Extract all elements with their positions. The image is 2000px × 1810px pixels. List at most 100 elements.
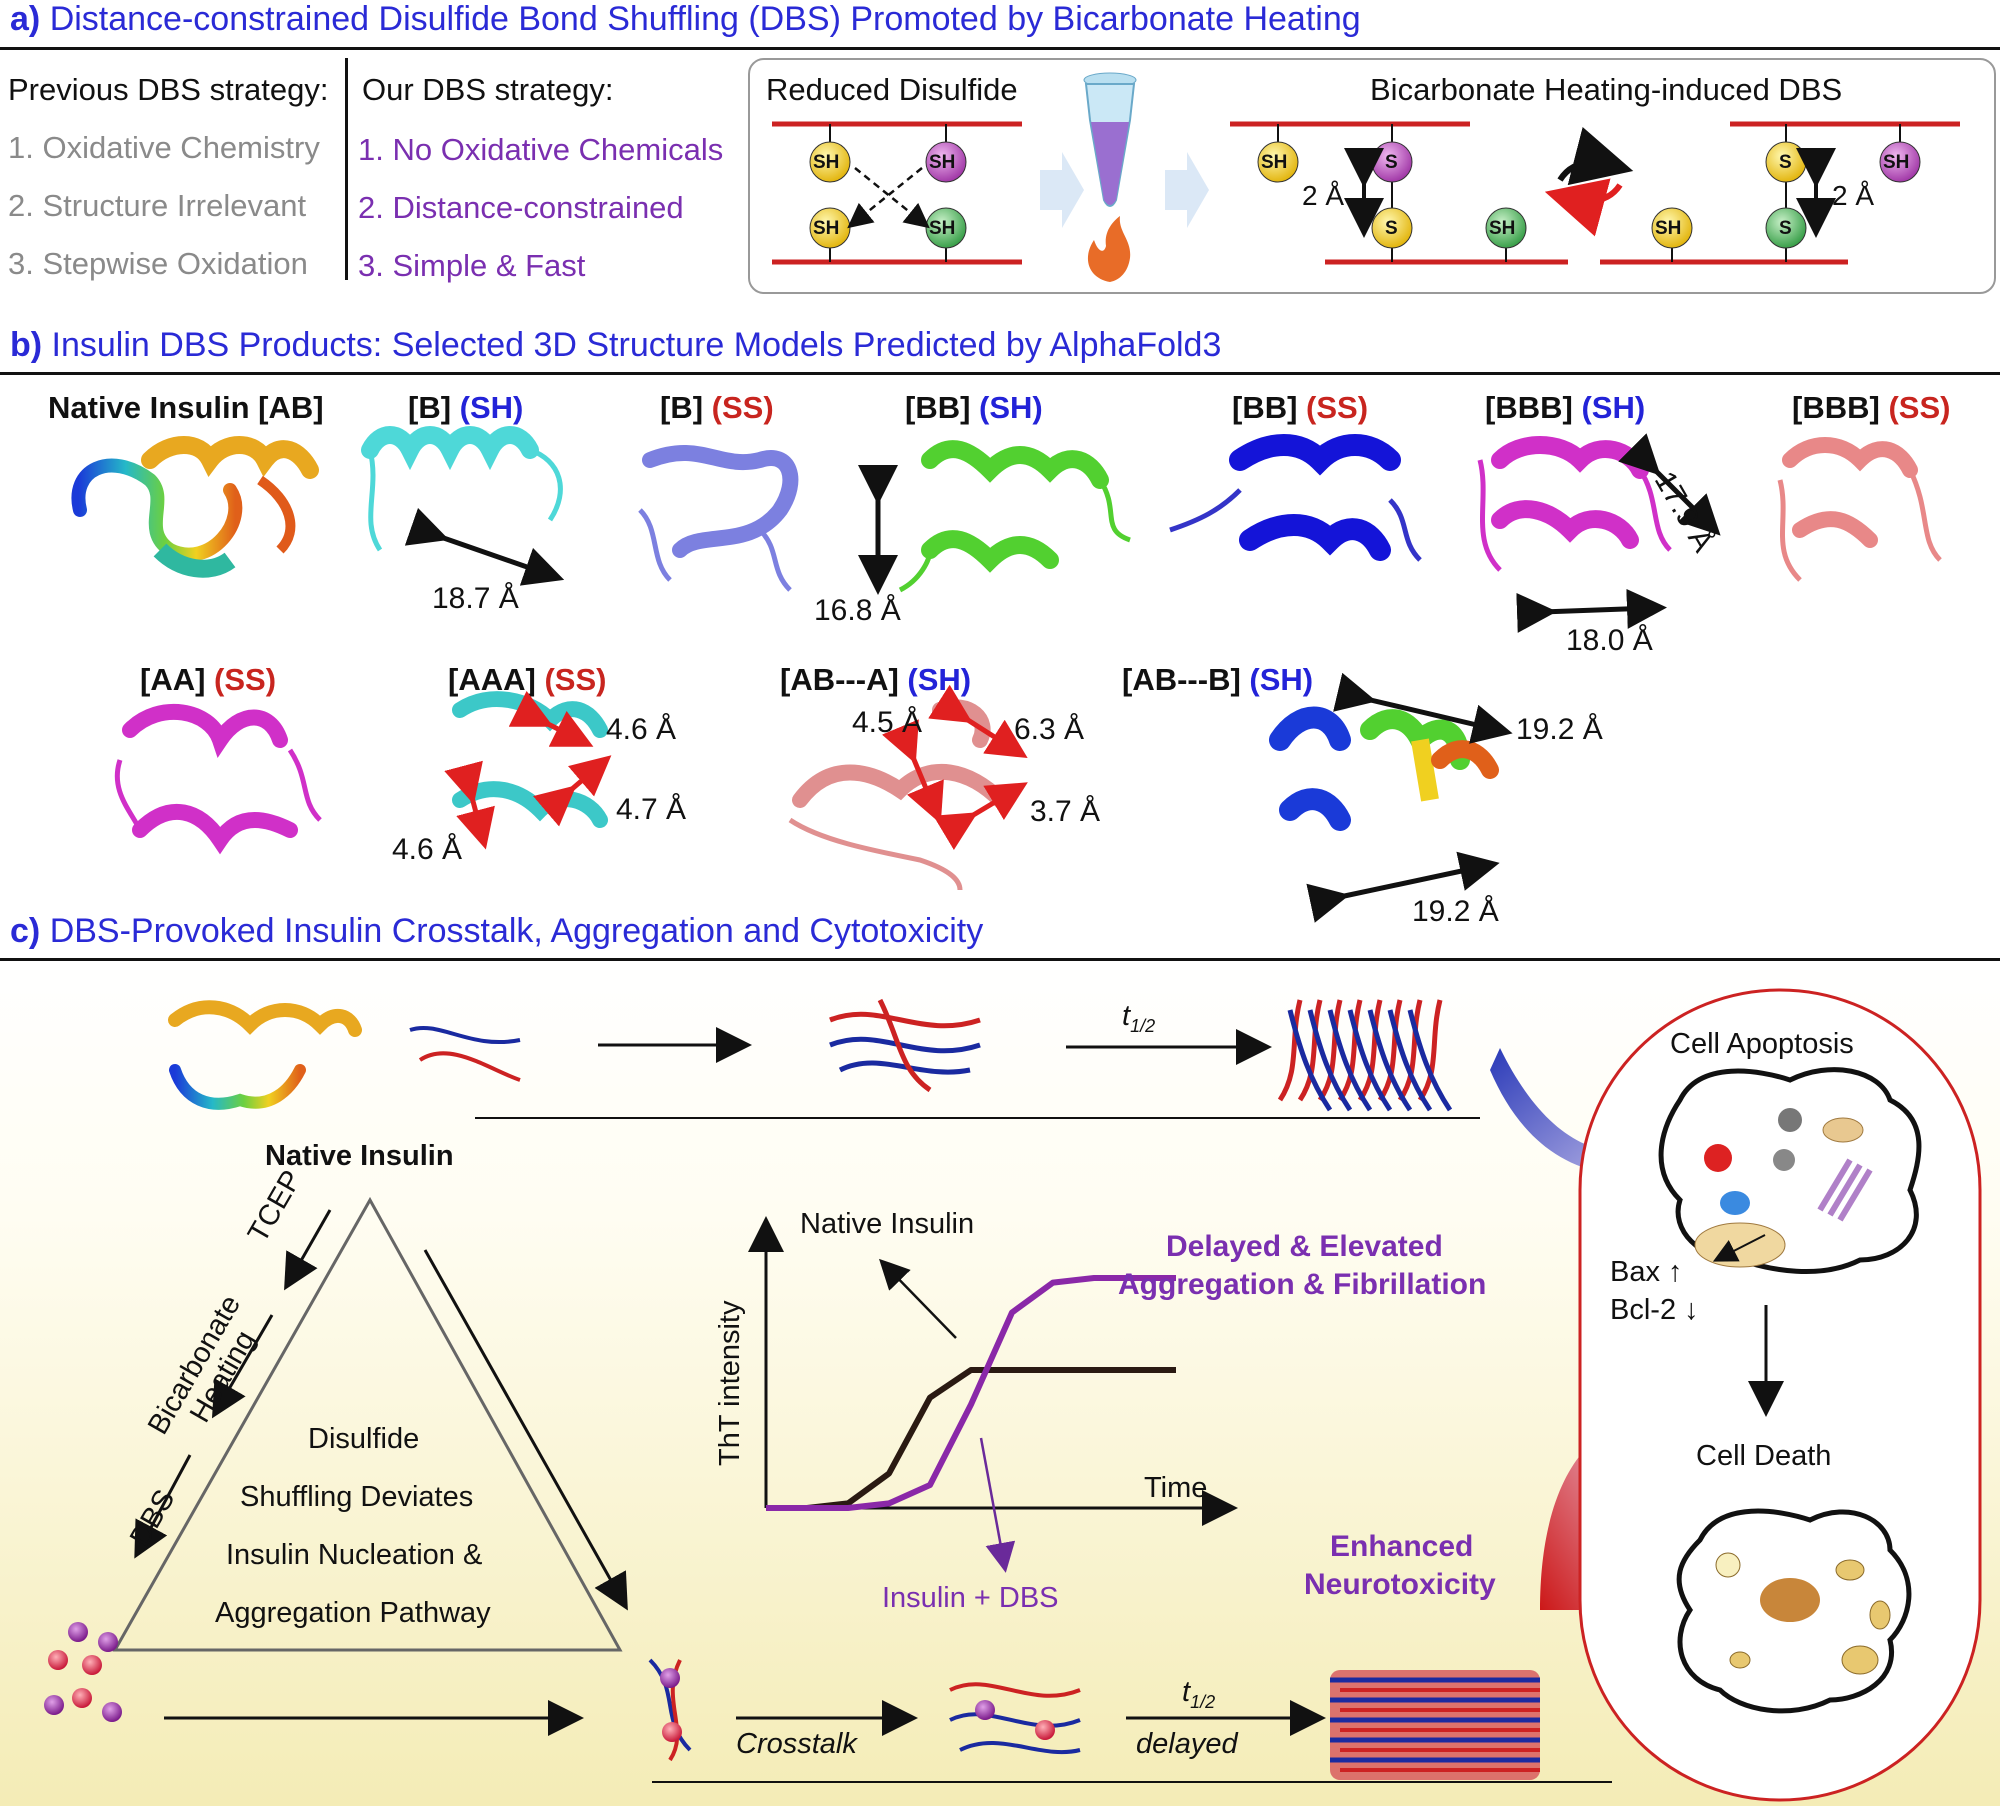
- model-label-native: Native Insulin [AB]: [48, 390, 324, 425]
- panel-b-title-text: Insulin DBS Products: Selected 3D Struct…: [51, 326, 1222, 364]
- chart-xlabel: Time: [1144, 1472, 1208, 1504]
- triangle-line-3: Insulin Nucleation &: [226, 1539, 483, 1571]
- aaa-ss-model: [444, 690, 612, 850]
- crosstalk-oligomer: [949, 1682, 1081, 1755]
- panel-b-letter: b): [10, 326, 43, 364]
- aba-sh-model: [788, 684, 1028, 891]
- our-strategy-header: Our DBS strategy:: [362, 72, 614, 107]
- sh-bead-label: SH: [1655, 218, 1682, 239]
- cell-death-label: Cell Death: [1696, 1440, 1832, 1472]
- delayed-label: delayed: [1136, 1728, 1238, 1760]
- s-bead-label: S: [1385, 218, 1398, 239]
- bb-sh-model: [858, 440, 1131, 595]
- our-item-1: 1. No Oxidative Chemicals: [358, 132, 724, 167]
- sh-bead-label: SH: [929, 152, 956, 173]
- sh-bead-label: SH: [1883, 152, 1910, 173]
- dead-cell: [1676, 1508, 1912, 1714]
- chart-ylabel: ThT intensity: [714, 1300, 746, 1466]
- s-bead-label: S: [1385, 152, 1398, 173]
- our-item-3: 3. Simple & Fast: [358, 248, 586, 283]
- chart-dbs-label: Insulin + DBS: [882, 1582, 1059, 1614]
- delayed-elevated-line-2: Aggregation & Fibrillation: [1118, 1268, 1487, 1301]
- sh-bead-label: SH: [1489, 218, 1516, 239]
- distance-2a-label: 2 Å: [1832, 180, 1875, 211]
- distance-2a-label: 2 Å: [1302, 180, 1345, 211]
- distance-abb-2: 19.2 Å: [1412, 895, 1499, 928]
- distance-abb-1: 19.2 Å: [1516, 713, 1603, 746]
- panel-a-letter: a): [10, 0, 41, 38]
- b-sh-model: [361, 426, 565, 586]
- native-insulin-label: Native Insulin: [265, 1140, 454, 1172]
- model-label-abb-sh: [AB---B] (SH): [1122, 662, 1314, 697]
- panel-a-title-text: Distance-constrained Disulfide Bond Shuf…: [49, 0, 1361, 38]
- distance-aaa-1: 4.6 Å: [606, 713, 677, 746]
- model-label-bbb-sh: [BBB] (SH): [1485, 390, 1646, 425]
- previous-item-2: 2. Structure Irrelevant: [8, 188, 307, 223]
- panel-a-rule: [0, 47, 2000, 50]
- triangle-line-1: Disulfide: [308, 1423, 420, 1455]
- panel-a-title: a) Distance-constrained Disulfide Bond S…: [10, 0, 1361, 39]
- sh-bead-label: SH: [813, 218, 840, 239]
- model-label-aba-sh: [AB---A] (SH): [780, 662, 972, 697]
- native-insulin-model: [71, 436, 319, 578]
- our-item-2: 2. Distance-constrained: [358, 190, 684, 225]
- abb-sh-model: [1269, 672, 1513, 923]
- dbs-product-beads: [44, 1622, 122, 1722]
- panel-b-title: b) Insulin DBS Products: Selected 3D Str…: [10, 326, 1221, 365]
- sh-bead-label: SH: [929, 218, 956, 239]
- strategy-divider: [345, 58, 348, 280]
- chart-dbs-pointer: [979, 1437, 1016, 1573]
- bax-label: Bax ↑: [1610, 1256, 1683, 1288]
- dbs-schematic-graphics: [772, 72, 1960, 282]
- fibril-bottom: [1330, 1670, 1540, 1780]
- triangle-line-4: Aggregation Pathway: [215, 1597, 491, 1629]
- bbb-ss-model: [1777, 437, 1942, 582]
- pathway-triangle: [112, 1196, 623, 1652]
- t-half-top: t1/2: [1122, 1000, 1156, 1036]
- previous-item-3: 3. Stepwise Oxidation: [8, 246, 308, 281]
- previous-item-1: 1. Oxidative Chemistry: [8, 130, 320, 165]
- chart-native-label: Native Insulin: [800, 1208, 975, 1240]
- native-insulin-mini-model: [168, 1000, 362, 1110]
- bcl2-label: Bcl-2 ↓: [1610, 1294, 1699, 1326]
- s-bead-label: S: [1779, 218, 1792, 239]
- delayed-elevated-line-1: Delayed & Elevated: [1166, 1230, 1443, 1263]
- pathway-graphics: [44, 988, 1982, 1802]
- distance-bbb-sh-b: 18.0 Å: [1566, 624, 1653, 657]
- distance-b-sh: 18.7 Å: [432, 582, 519, 615]
- sh-bead-label: SH: [813, 152, 840, 173]
- crosstalk-label: Crosstalk: [736, 1728, 857, 1760]
- model-label-aa-ss: [AA] (SS): [140, 662, 277, 697]
- model-label-bb-ss: [BB] (SS): [1232, 390, 1369, 425]
- t-half-bottom: t1/2: [1182, 1676, 1216, 1712]
- tht-kinetics-chart: [748, 1216, 1238, 1573]
- distance-aba-2: 6.3 Å: [1014, 713, 1085, 746]
- apoptotic-cell: [1658, 1067, 1922, 1275]
- s-bead-label: S: [1779, 152, 1792, 173]
- distance-aba-3: 3.7 Å: [1030, 795, 1101, 828]
- chart-series-native-insulin: [766, 1367, 1176, 1511]
- panel-c-title: c) DBS-Provoked Insulin Crosstalk, Aggre…: [10, 912, 983, 951]
- bb-ss-model: [1169, 434, 1422, 562]
- fibril-top: [1277, 999, 1453, 1112]
- panel-c-letter: c): [10, 912, 41, 950]
- chart-native-pointer: [879, 1258, 957, 1339]
- reduced-disulfide-label: Reduced Disulfide: [766, 72, 1018, 107]
- model-label-b-sh: [B] (SH): [408, 390, 524, 425]
- triangle-line-2: Shuffling Deviates: [240, 1481, 474, 1513]
- heating-dbs-label: Bicarbonate Heating-induced DBS: [1370, 72, 1843, 107]
- model-label-b-ss: [B] (SS): [660, 390, 774, 425]
- dbs-schematic-box: [748, 58, 1996, 294]
- panel-c-rule: [0, 958, 2000, 961]
- bbb-sh-model: [1477, 433, 1721, 633]
- model-label-bbb-ss: [BBB] (SS): [1792, 390, 1951, 425]
- enhanced-line-2: Neurotoxicity: [1304, 1568, 1496, 1601]
- panel-b-rule: [0, 372, 2000, 375]
- distance-aba-1: 4.5 Å: [852, 706, 923, 739]
- distance-aaa-2: 4.7 Å: [616, 793, 687, 826]
- enhanced-line-1: Enhanced: [1330, 1530, 1474, 1563]
- model-label-bb-sh: [BB] (SH): [905, 390, 1043, 425]
- sh-bead-label: SH: [1261, 152, 1288, 173]
- distance-bb-sh: 16.8 Å: [814, 594, 901, 627]
- cell-apoptosis-label: Cell Apoptosis: [1670, 1028, 1854, 1060]
